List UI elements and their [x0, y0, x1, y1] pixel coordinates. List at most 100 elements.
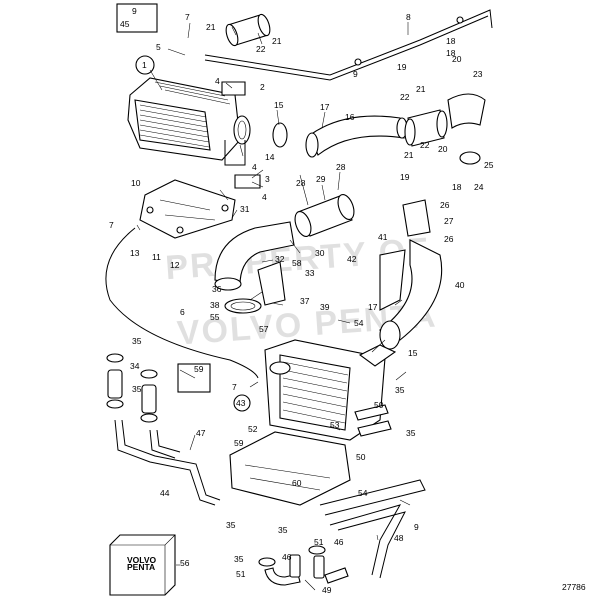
callout-36: 36 [212, 284, 222, 294]
callout-24: 24 [474, 182, 484, 192]
callout-27: 27 [444, 216, 454, 226]
callout-4: 4 [262, 192, 267, 202]
callout-18: 18 [446, 48, 456, 58]
callout-21: 21 [272, 36, 282, 46]
callout-35: 35 [395, 385, 405, 395]
callout-7: 7 [109, 220, 114, 230]
callout-18: 18 [446, 36, 456, 46]
callout-25: 25 [484, 160, 494, 170]
callout-20: 20 [438, 144, 448, 154]
callout-2: 2 [260, 82, 265, 92]
callout-21: 21 [416, 84, 426, 94]
callout-box-59 [177, 363, 211, 393]
callout-7: 7 [185, 12, 190, 22]
callout-11: 11 [152, 252, 161, 262]
callout-7: 7 [232, 382, 237, 392]
callout-15: 15 [408, 348, 418, 358]
callout-17: 17 [368, 302, 378, 312]
callout-39: 39 [320, 302, 330, 312]
callout-41: 41 [378, 232, 388, 242]
callout-20: 20 [452, 54, 462, 64]
box-56: VOLVO PENTA [109, 534, 176, 596]
callout-56: 56 [180, 558, 190, 568]
callout-44: 44 [160, 488, 170, 498]
callout-45: 45 [120, 19, 130, 29]
callout-3: 3 [265, 174, 270, 184]
hoses-bottom [258, 545, 349, 586]
callout-19: 19 [400, 172, 410, 182]
callout-22: 22 [420, 140, 430, 150]
pipe-30 [214, 221, 295, 291]
pipe-16 [305, 115, 408, 158]
intercooler-upper [127, 77, 251, 161]
callout-38: 38 [210, 300, 220, 310]
callout-35: 35 [406, 428, 416, 438]
pipe-8 [204, 9, 493, 81]
callout-22: 22 [400, 92, 410, 102]
callout-46: 46 [282, 552, 292, 562]
callout-labels: 9 45 7 21 22 21 8 18 18 5 1 4 2 9 19 20 … [109, 6, 494, 595]
callout-50: 50 [356, 452, 366, 462]
callout-33: 33 [305, 268, 315, 278]
callout-21: 21 [206, 22, 216, 32]
callout-60: 60 [292, 478, 302, 488]
callout-46: 46 [334, 537, 344, 547]
hoses-34 [106, 353, 158, 423]
callout-51: 51 [314, 537, 324, 547]
callout-4: 4 [215, 76, 220, 86]
box-56-text-1: VOLVO [127, 555, 157, 565]
callout-32: 32 [275, 254, 285, 264]
bracket-32 [257, 261, 286, 306]
callout-35: 35 [226, 520, 236, 530]
cable-6 [105, 227, 259, 379]
drawing-number: 27786 [562, 582, 586, 592]
callout-19: 19 [397, 62, 407, 72]
callout-31: 31 [240, 204, 250, 214]
callout-59: 59 [234, 438, 244, 448]
callout-35: 35 [132, 384, 142, 394]
callout-54: 54 [358, 488, 368, 498]
callout-59: 59 [194, 364, 204, 374]
callout-circle-1 [135, 55, 155, 75]
callout-54: 54 [354, 318, 364, 328]
callout-53: 53 [330, 420, 340, 430]
intercooler-lower [264, 339, 397, 441]
bracket-52 [229, 431, 351, 506]
leader-lines [136, 22, 411, 591]
hoses-50 [354, 404, 392, 437]
hose-28-29 [294, 194, 355, 237]
box-56-text-2: PENTA [127, 562, 155, 572]
callout-9: 9 [353, 69, 358, 79]
callout-57: 57 [259, 324, 269, 334]
callout-40: 40 [455, 280, 465, 290]
callout-26: 26 [440, 200, 450, 210]
callout-13: 13 [130, 248, 140, 258]
pipe-40 [378, 199, 443, 350]
callout-4: 4 [252, 162, 257, 172]
callout-52: 52 [248, 424, 258, 434]
callout-29: 29 [316, 174, 326, 184]
callout-47: 47 [196, 428, 206, 438]
callout-34: 34 [130, 361, 140, 371]
callout-box-9-45 [116, 3, 158, 33]
callout-21: 21 [404, 150, 414, 160]
callout-8: 8 [406, 12, 411, 22]
callout-22: 22 [256, 44, 266, 54]
callout-35: 35 [278, 525, 288, 535]
callout-circle-43 [233, 394, 251, 412]
pipes-44 [114, 419, 221, 506]
callout-9: 9 [132, 6, 137, 16]
callout-42: 42 [347, 254, 357, 264]
callout-5: 5 [156, 42, 161, 52]
callout-37: 37 [300, 296, 310, 306]
callout-49: 49 [322, 585, 332, 595]
o-ring-15 [272, 122, 288, 148]
callout-43: 43 [236, 398, 246, 408]
hose-top [225, 13, 271, 47]
callout-28: 28 [336, 162, 346, 172]
callout-1: 1 [142, 60, 147, 70]
callout-50: 50 [374, 400, 384, 410]
hose-right [404, 93, 486, 165]
callout-15: 15 [274, 100, 284, 110]
